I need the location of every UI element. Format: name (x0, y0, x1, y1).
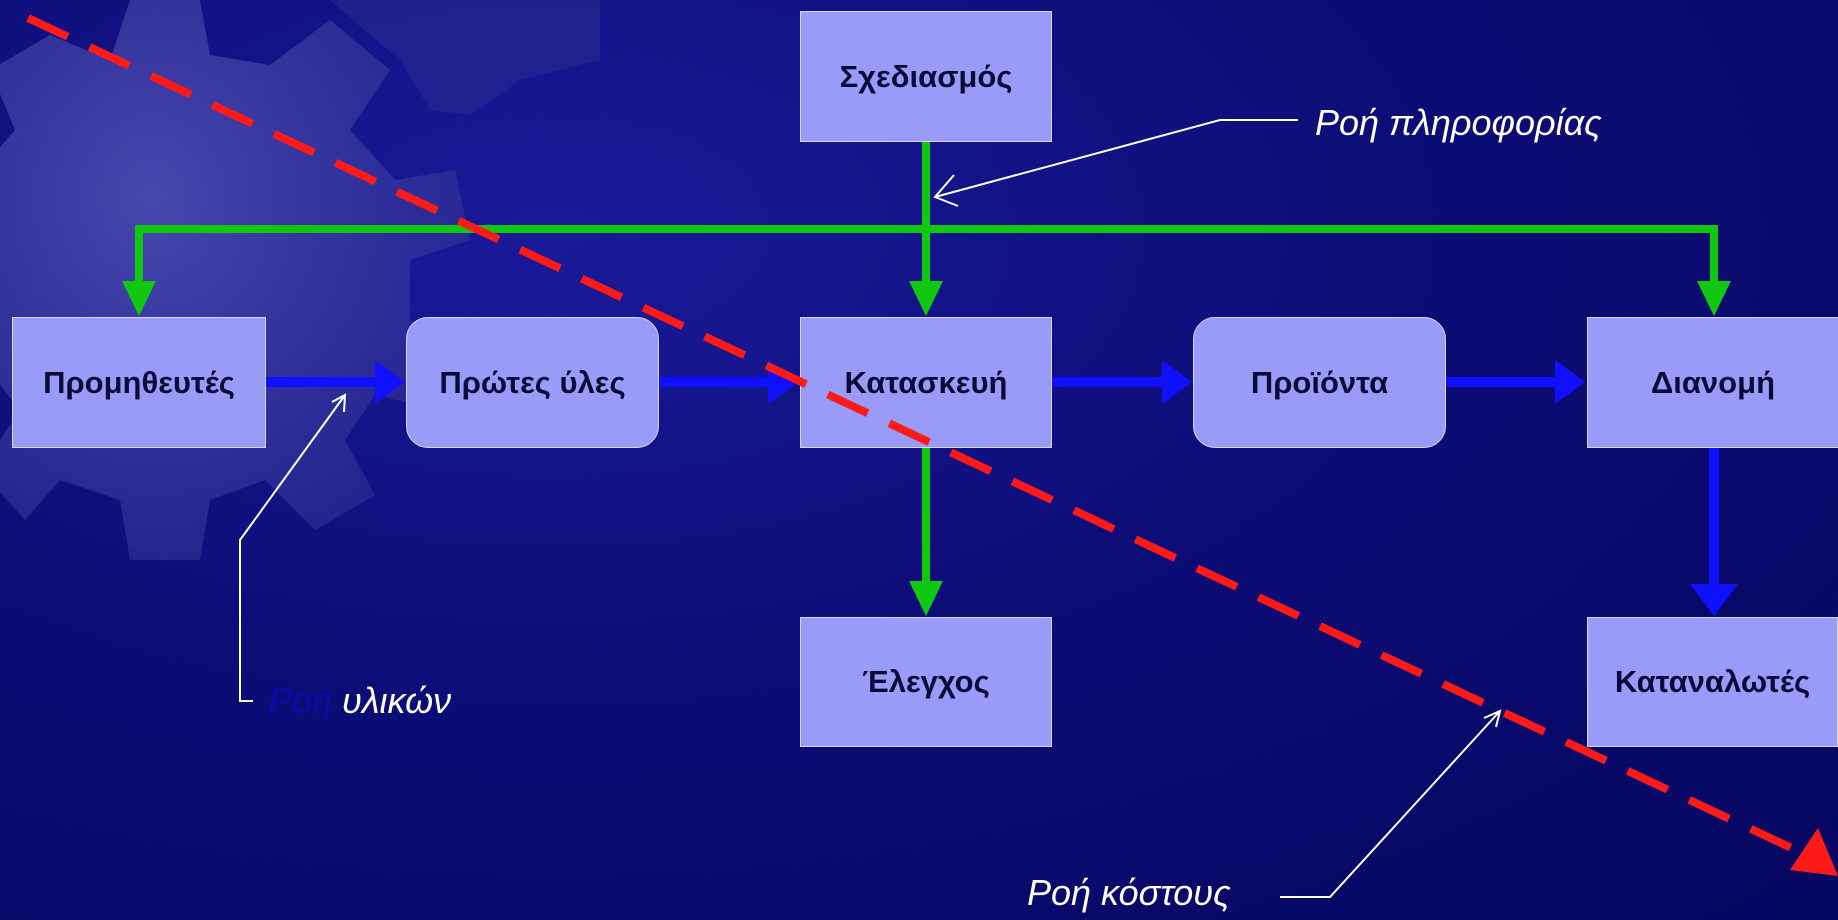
arrow-to-products (1162, 360, 1192, 404)
control-node-label: Έλεγχος (862, 664, 990, 699)
consumers-node-label: Καταναλωτές (1614, 664, 1811, 699)
distribution-node-label: Διανομή (1650, 364, 1776, 400)
manufacturing-node-label: Κατασκευή (844, 364, 1008, 400)
arrow-to-distribution-blue (1555, 360, 1585, 404)
material-flow-label-faded: Ροή (268, 680, 333, 721)
consumers-node: Καταναλωτές (1587, 617, 1838, 747)
arrow-to-manufacturing-blue (768, 360, 798, 404)
raw-materials-node-label: Πρώτες ύλες (439, 364, 626, 400)
information-flow-callout-arrowhead (933, 174, 959, 207)
cost-flow-label: Ροή κόστους (1027, 872, 1231, 913)
products-node: Προϊόντα (1193, 317, 1446, 448)
arrow-to-distribution (1697, 281, 1731, 316)
arrow-to-manufacturing (909, 281, 943, 316)
suppliers-node-label: Προμηθευτές (43, 364, 235, 400)
arrow-to-control (909, 581, 943, 616)
gear-icon (0, 0, 600, 560)
material-flow-label: Ροή υλικών (268, 680, 451, 722)
distribution-node: Διανομή (1587, 317, 1838, 448)
design-node-label: Σχεδιασμός (839, 58, 1013, 94)
control-node: Έλεγχος (800, 617, 1052, 747)
products-node-label: Προϊόντα (1250, 364, 1389, 400)
manufacturing-node: Κατασκευή (800, 317, 1052, 448)
suppliers-node: Προμηθευτές (12, 317, 266, 448)
material-flow-label-rest: υλικών (342, 680, 452, 721)
cost-flow-callout (1280, 710, 1501, 898)
design-node: Σχεδιασμός (800, 11, 1052, 142)
arrow-to-consumers (1690, 584, 1738, 616)
information-flow-label: Ροή πληροφορίας (1315, 102, 1602, 143)
raw-materials-node: Πρώτες ύλες (406, 317, 659, 448)
